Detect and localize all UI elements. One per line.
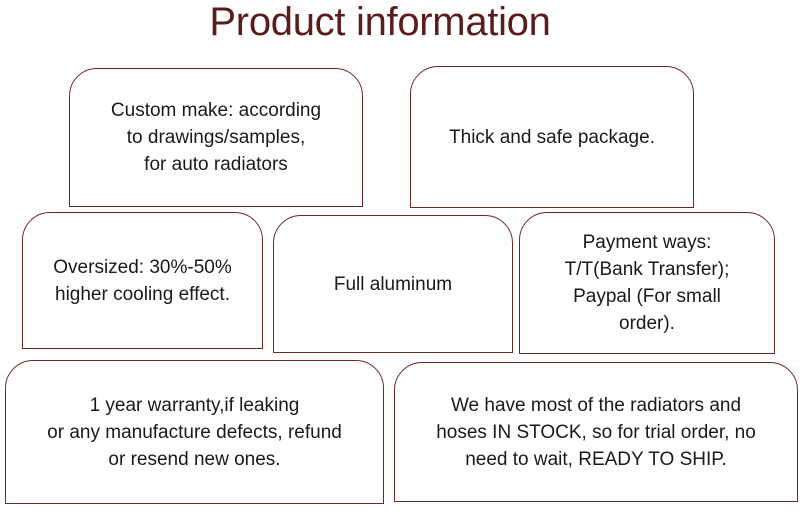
info-text-package: Thick and safe package.	[449, 126, 655, 148]
info-text-warranty: 1 year warranty,if leaking or any manufa…	[47, 394, 342, 470]
info-box-aluminum: Full aluminum	[273, 215, 513, 353]
info-box-stock: We have most of the radiators and hoses …	[394, 362, 798, 502]
info-text-oversized: Oversized: 30%-50% higher cooling effect…	[53, 256, 232, 305]
page-title: Product information	[209, 0, 551, 44]
info-box-oversized: Oversized: 30%-50% higher cooling effect…	[22, 212, 263, 349]
info-text-custom-make: Custom make: according to drawings/sampl…	[110, 100, 322, 175]
info-box-payment: Payment ways: T/T(Bank Transfer); Paypal…	[519, 212, 775, 354]
info-box-package: Thick and safe package.	[410, 66, 694, 208]
info-text-payment: Payment ways: T/T(Bank Transfer); Paypal…	[564, 232, 730, 334]
info-text-stock: We have most of the radiators and hoses …	[436, 394, 756, 470]
info-box-warranty: 1 year warranty,if leaking or any manufa…	[5, 360, 384, 504]
info-text-aluminum: Full aluminum	[333, 273, 453, 295]
info-box-custom-make: Custom make: according to drawings/sampl…	[69, 68, 363, 207]
